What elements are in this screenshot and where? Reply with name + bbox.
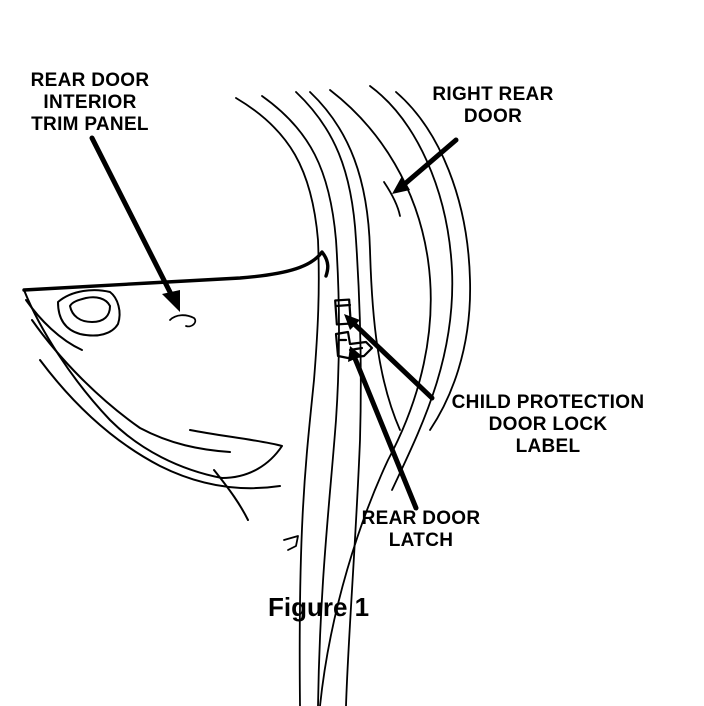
arrowhead-child-lock: [344, 314, 360, 330]
leader-right-rear-door: [397, 137, 459, 191]
arrowhead-trim-panel: [162, 290, 180, 312]
arrowhead-right-rear-door: [392, 176, 410, 194]
label-child-protection-door-lock: CHILD PROTECTION DOOR LOCK LABEL: [451, 392, 645, 457]
trim-panel-outline: [22, 250, 330, 521]
arrowhead-door-latch: [348, 346, 362, 362]
door-frame-lines: [235, 85, 471, 706]
label-rear-door-latch: REAR DOOR LATCH: [361, 508, 481, 551]
figure-caption: Figure 1: [268, 592, 370, 622]
trim-hook: [169, 314, 197, 328]
child-lock-label-shape: [334, 298, 352, 326]
leader-trim-panel: [89, 135, 177, 303]
label-right-rear-door: RIGHT REAR DOOR: [432, 84, 554, 127]
leader-arrows: [89, 135, 459, 511]
leader-door-latch: [351, 353, 419, 511]
pillar-notch: [283, 535, 299, 551]
label-rear-door-interior-trim-panel: REAR DOOR INTERIOR TRIM PANEL: [30, 70, 150, 135]
leader-child-lock: [347, 317, 435, 401]
